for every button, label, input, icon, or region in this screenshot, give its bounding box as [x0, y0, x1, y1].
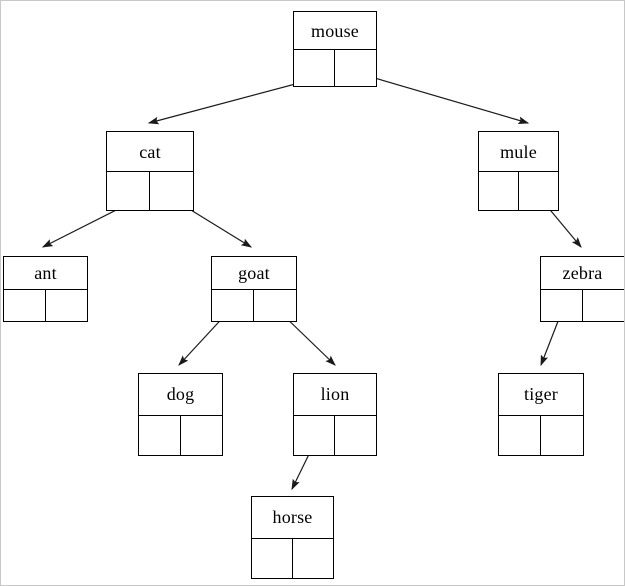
node-right-pointer-cat[interactable]: [150, 172, 193, 210]
tree-node-goat[interactable]: goat: [211, 256, 297, 322]
node-left-pointer-zebra[interactable]: [541, 290, 583, 321]
node-right-pointer-mule[interactable]: [519, 172, 559, 210]
node-pointers-goat: [212, 290, 296, 321]
node-pointers-dog: [139, 415, 223, 456]
node-label-horse: horse: [252, 497, 333, 539]
node-label-dog: dog: [139, 374, 222, 416]
node-right-pointer-zebra[interactable]: [583, 290, 625, 321]
tree-node-ant[interactable]: ant: [3, 256, 88, 322]
tree-node-mouse[interactable]: mouse: [293, 11, 377, 87]
node-right-pointer-horse[interactable]: [293, 539, 334, 579]
node-label-ant: ant: [4, 257, 87, 290]
node-left-pointer-goat[interactable]: [212, 290, 254, 321]
node-left-pointer-lion[interactable]: [294, 415, 335, 455]
node-label-zebra: zebra: [541, 257, 624, 290]
node-pointers-horse: [252, 538, 334, 579]
node-right-pointer-lion[interactable]: [335, 416, 376, 456]
node-left-pointer-cat[interactable]: [107, 172, 150, 210]
node-label-lion: lion: [294, 374, 376, 416]
tree-node-dog[interactable]: dog: [138, 373, 223, 456]
node-right-pointer-tiger[interactable]: [541, 416, 583, 456]
tree-node-tiger[interactable]: tiger: [498, 373, 584, 456]
node-label-mule: mule: [479, 132, 558, 172]
node-right-pointer-mouse[interactable]: [335, 50, 376, 86]
node-right-pointer-ant[interactable]: [46, 290, 88, 321]
tree-node-cat[interactable]: cat: [106, 131, 194, 211]
node-pointers-cat: [107, 172, 193, 210]
node-left-pointer-dog[interactable]: [139, 415, 181, 455]
node-label-mouse: mouse: [294, 12, 376, 50]
node-pointers-lion: [294, 415, 376, 456]
node-pointers-ant: [4, 290, 87, 321]
node-right-pointer-dog[interactable]: [181, 416, 223, 456]
node-right-pointer-goat[interactable]: [254, 290, 296, 321]
node-left-pointer-tiger[interactable]: [499, 415, 541, 455]
node-label-goat: goat: [212, 257, 296, 290]
node-pointers-zebra: [541, 290, 624, 321]
tree-edge-mouse-to-mule: [360, 73, 530, 124]
tree-node-zebra[interactable]: zebra: [540, 256, 624, 322]
node-pointers-tiger: [499, 415, 583, 456]
node-label-cat: cat: [107, 132, 193, 172]
node-left-pointer-ant[interactable]: [4, 290, 46, 321]
tree-node-horse[interactable]: horse: [251, 496, 334, 579]
tree-node-mule[interactable]: mule: [478, 131, 559, 211]
node-left-pointer-horse[interactable]: [252, 538, 293, 578]
node-label-tiger: tiger: [499, 374, 583, 416]
node-left-pointer-mule[interactable]: [479, 172, 519, 210]
node-left-pointer-mouse[interactable]: [294, 50, 335, 86]
tree-node-lion[interactable]: lion: [293, 373, 377, 456]
node-pointers-mouse: [294, 50, 376, 86]
node-pointers-mule: [479, 172, 558, 210]
